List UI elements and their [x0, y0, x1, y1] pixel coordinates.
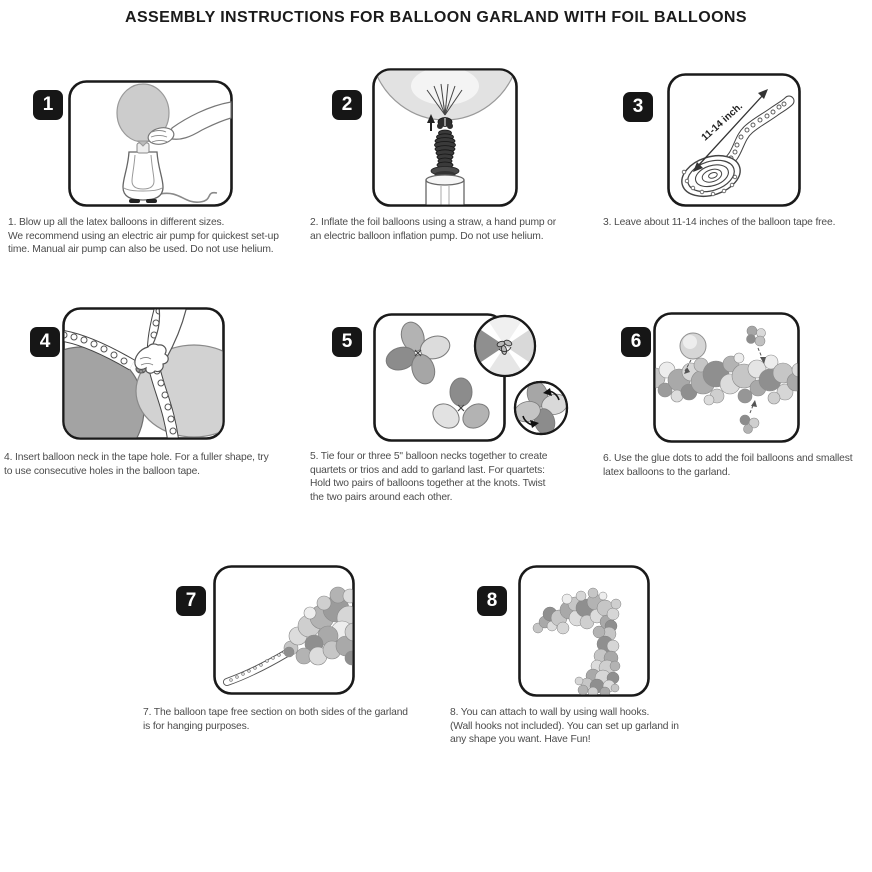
step-7-number-badge: 7 [176, 586, 206, 616]
step-3-number-badge: 3 [623, 92, 653, 122]
step-8-number-badge: 8 [477, 586, 507, 616]
step-6-number-badge: 6 [621, 327, 651, 357]
step-7-caption: 7. The balloon tape free section on both… [143, 707, 408, 732]
step-6-caption: 6. Use the glue dots to add the foil bal… [603, 453, 853, 478]
latex-balloon-icon [116, 83, 170, 147]
foil-ball-icon [679, 332, 707, 374]
garland-strand-icon [655, 352, 798, 406]
step-3-caption: 3. Leave about 11-14 inches of the ballo… [603, 217, 836, 228]
air-pump-icon [122, 142, 164, 203]
tape-strip-upper [64, 329, 136, 371]
hand-icon [134, 309, 189, 374]
hanging-tape-illustration [213, 565, 355, 695]
balloon-quartet-icon [385, 321, 451, 385]
page-title: ASSEMBLY INSTRUCTIONS FOR BALLOON GARLAN… [125, 9, 747, 26]
step-1-number-badge: 1 [33, 90, 63, 120]
hand-icon [147, 101, 232, 145]
valve-icon [437, 117, 453, 129]
knot-scribble-icon [496, 339, 513, 355]
garland-cluster-icon [283, 586, 353, 666]
twist-arrows-icon [522, 388, 560, 428]
step-8-caption: 8. You can attach to wall by using wall … [450, 707, 679, 746]
pump-cylinder-icon [425, 174, 465, 205]
step-5-caption: 5. Tie four or three 5" balloon necks to… [310, 451, 548, 503]
balloon-trio-icon [432, 377, 490, 429]
wall-garland-icon [532, 587, 622, 695]
step-2-caption: 2. Inflate the foil balloons using a str… [310, 217, 557, 242]
foil-balloon-icon [374, 70, 516, 121]
airflow-lines-icon [426, 83, 463, 116]
power-cord-icon [159, 191, 218, 203]
mini-quartet-icon [746, 325, 766, 347]
step-4-number-badge: 4 [30, 327, 60, 357]
step-5-number-badge: 5 [332, 327, 362, 357]
measure-arrow-icon [693, 89, 768, 172]
electric-pump-illustration [68, 80, 233, 207]
mini-trio-icon [739, 414, 760, 434]
insert-neck-illustration [62, 307, 225, 440]
up-arrow-icon [427, 114, 435, 131]
tape-roll-icon [681, 154, 741, 198]
balloon-cluster-illustration [373, 313, 569, 442]
twist-detail-inset [516, 383, 566, 433]
tape-roll-holes [681, 169, 738, 197]
foil-balloon-inflation-illustration [372, 68, 518, 207]
step-4-caption: 4. Insert balloon neck in the tape hole.… [4, 452, 269, 477]
knot-detail-inset [476, 317, 534, 375]
garland-glue-dots-illustration [653, 312, 800, 443]
garland-shape-illustration [518, 565, 650, 697]
tape-tail-icon [223, 649, 291, 686]
balloon-tape-illustration: 11-14 inch. [667, 73, 801, 207]
step-1-caption: 1. Blow up all the latex balloons in dif… [8, 217, 279, 256]
step-2-number-badge: 2 [332, 90, 362, 120]
